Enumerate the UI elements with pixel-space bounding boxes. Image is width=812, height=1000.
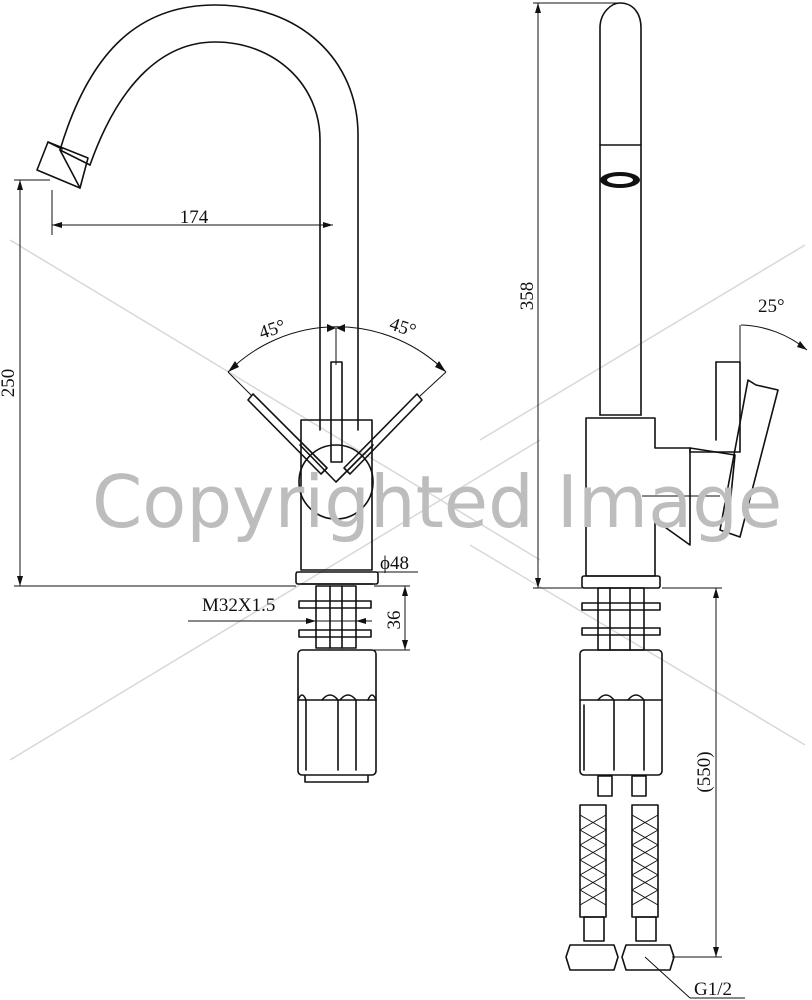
hose-length-label: (550) — [694, 751, 715, 792]
base-diameter-label: ϕ48 — [380, 553, 409, 574]
hose-thread-label: G1/2 — [694, 979, 732, 1000]
reach-label: 174 — [180, 207, 209, 228]
total-height-label: 358 — [517, 282, 538, 311]
front-view — [14, 4, 447, 783]
left-angle-label: 45° — [256, 316, 288, 344]
right-angle-label: 45° — [387, 314, 419, 342]
thread-label: M32X1.5 — [202, 595, 275, 616]
lever-angle-label: 25° — [758, 296, 785, 317]
side-view — [533, 2, 808, 999]
watermark-text: Copyrighted Image — [92, 460, 782, 544]
outlet-height-label: 250 — [0, 369, 19, 398]
watermark-lines — [9, 239, 806, 761]
shank-length-label: 36 — [384, 611, 405, 630]
